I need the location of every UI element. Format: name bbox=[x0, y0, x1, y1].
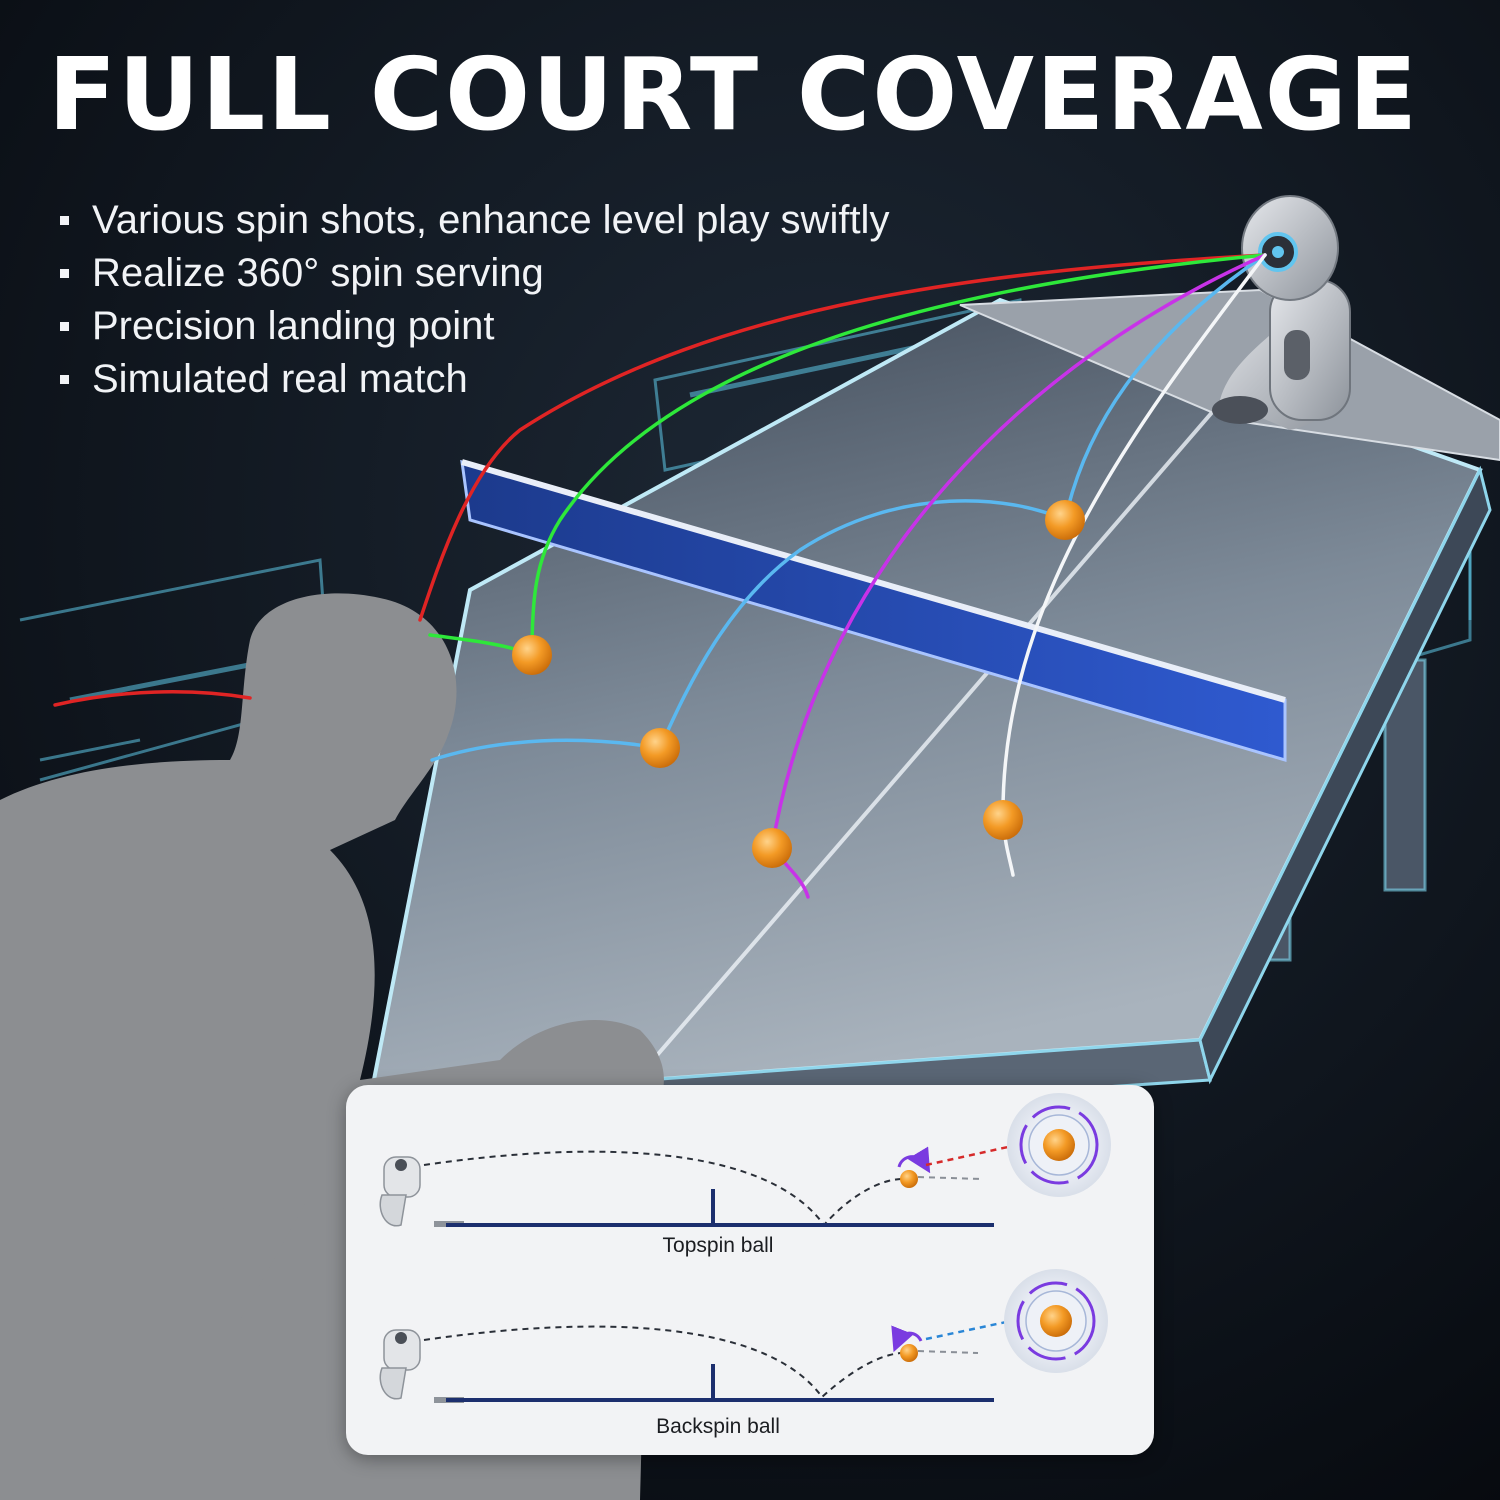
backspin-zoom bbox=[1004, 1269, 1108, 1373]
trajectory-red bbox=[418, 253, 1267, 622]
backspin-diagram bbox=[379, 1269, 1108, 1403]
ping-pong-ball-icon bbox=[900, 1344, 918, 1362]
spin-trail bbox=[917, 1176, 982, 1180]
backspin-trajectory bbox=[423, 1325, 902, 1399]
headline: FULL COURT COVERAGE bbox=[48, 36, 1420, 153]
feature-text: Various spin shots, enhance level play s… bbox=[92, 198, 890, 242]
feature-item: Various spin shots, enhance level play s… bbox=[58, 194, 889, 247]
ball-machine-robot-icon bbox=[959, 195, 1500, 462]
ping-pong-ball-icon bbox=[752, 828, 792, 868]
backspin-label: Backspin ball bbox=[656, 1415, 780, 1438]
bullet-icon bbox=[60, 375, 69, 384]
trajectory-red-extension bbox=[53, 690, 252, 707]
feature-item: Precision landing point bbox=[58, 300, 889, 353]
ping-pong-ball-icon bbox=[1040, 1305, 1072, 1337]
spin-arrow-icon bbox=[891, 1325, 923, 1353]
ping-pong-ball-icon bbox=[983, 800, 1023, 840]
spin-trail bbox=[917, 1350, 979, 1354]
table-center-line bbox=[638, 378, 1242, 1077]
spin-link-blue bbox=[925, 1319, 1012, 1341]
ping-pong-ball-icon bbox=[640, 728, 680, 768]
feature-text: Simulated real match bbox=[92, 357, 468, 401]
feature-text: Precision landing point bbox=[92, 304, 495, 348]
trajectory-blue-long bbox=[430, 253, 1267, 762]
ping-pong-ball-icon bbox=[1045, 500, 1085, 540]
topspin-label: Topspin ball bbox=[662, 1234, 774, 1257]
bullet-icon bbox=[60, 269, 69, 278]
feature-list: Various spin shots, enhance level play s… bbox=[58, 194, 889, 406]
trajectory-magenta bbox=[770, 253, 1267, 899]
spin-diagram-card: Topspin ball Backspin ball bbox=[346, 1085, 1154, 1455]
table-edge-right bbox=[1198, 465, 1492, 1085]
bullet-icon bbox=[60, 322, 69, 331]
topspin-zoom bbox=[1007, 1093, 1111, 1197]
bullet-icon bbox=[60, 216, 69, 225]
feature-item: Simulated real match bbox=[58, 353, 889, 406]
topspin-trajectory bbox=[423, 1150, 902, 1227]
feature-text: Realize 360° spin serving bbox=[92, 251, 544, 295]
ball-machine-small-icon bbox=[379, 1156, 464, 1227]
ping-pong-balls bbox=[512, 500, 1085, 868]
ball-machine-small-icon bbox=[379, 1329, 464, 1403]
spin-diagrams bbox=[379, 1093, 1111, 1403]
feature-item: Realize 360° spin serving bbox=[58, 247, 889, 300]
spin-arrow-icon bbox=[897, 1146, 931, 1174]
trajectory-white bbox=[1001, 253, 1267, 877]
ping-pong-ball-icon bbox=[1043, 1129, 1075, 1161]
topspin-diagram bbox=[379, 1093, 1111, 1227]
ping-pong-ball-icon bbox=[900, 1170, 918, 1188]
ping-pong-ball-icon bbox=[512, 635, 552, 675]
